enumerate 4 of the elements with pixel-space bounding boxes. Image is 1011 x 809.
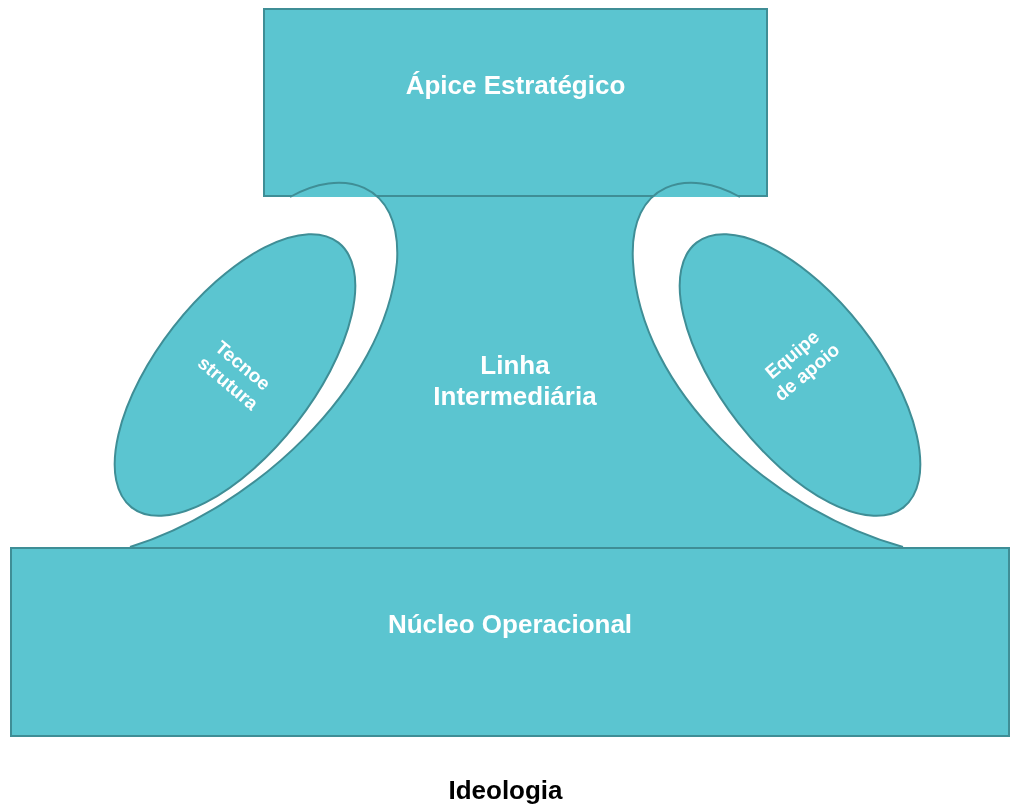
shape-label: Ápice Estratégico: [404, 70, 627, 102]
shape-label: Núcleo Operacional: [386, 609, 634, 641]
shape-label: Linha Intermediária: [432, 350, 598, 413]
footer-label: Ideologia: [447, 775, 564, 806]
